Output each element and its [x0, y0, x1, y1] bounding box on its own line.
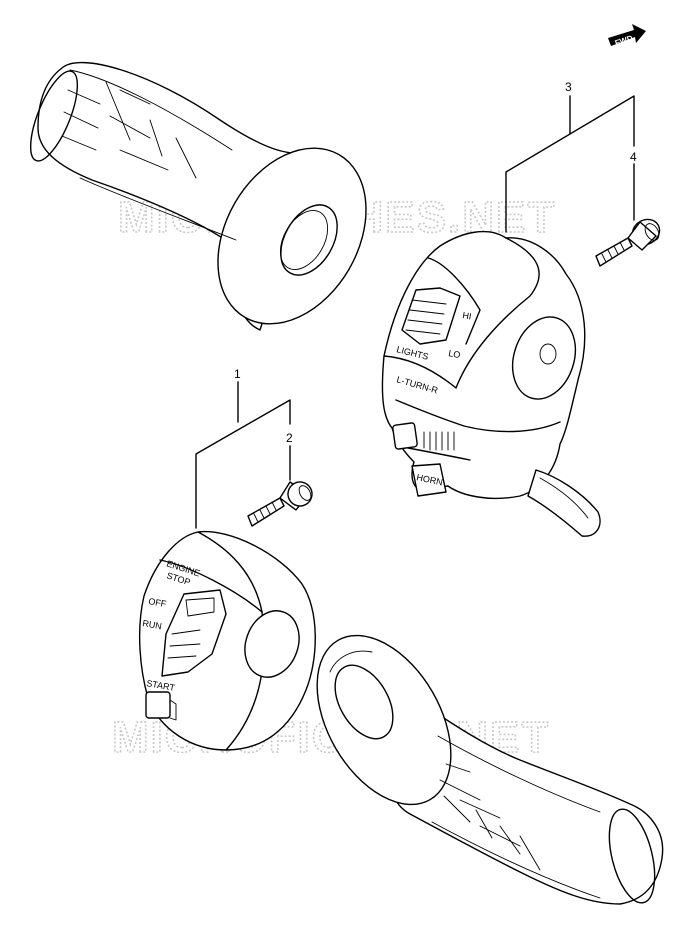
label-run: RUN [142, 618, 163, 631]
callout-3: 3 [565, 80, 572, 94]
callout-leaders-left [195, 381, 291, 529]
callout-2: 2 [286, 431, 293, 445]
right-switch-housing: HI LO LIGHTS L-TURN-R HORN [381, 230, 601, 537]
screw-part-2 [247, 481, 313, 527]
label-off: OFF [148, 596, 168, 609]
label-lo: LO [448, 348, 462, 360]
right-handlebar-grip [316, 634, 664, 905]
fwd-arrow-icon: FWD [608, 24, 646, 48]
callout-1: 1 [234, 367, 241, 381]
left-handlebar-grip [29, 61, 367, 331]
label-hi: HI [462, 310, 473, 321]
callout-leaders-right [505, 95, 635, 233]
callout-4: 4 [630, 150, 637, 164]
label-start: START [146, 678, 176, 693]
screw-part-4 [595, 218, 661, 267]
left-switch-housing: ENGINE STOP OFF RUN START [138, 530, 316, 751]
